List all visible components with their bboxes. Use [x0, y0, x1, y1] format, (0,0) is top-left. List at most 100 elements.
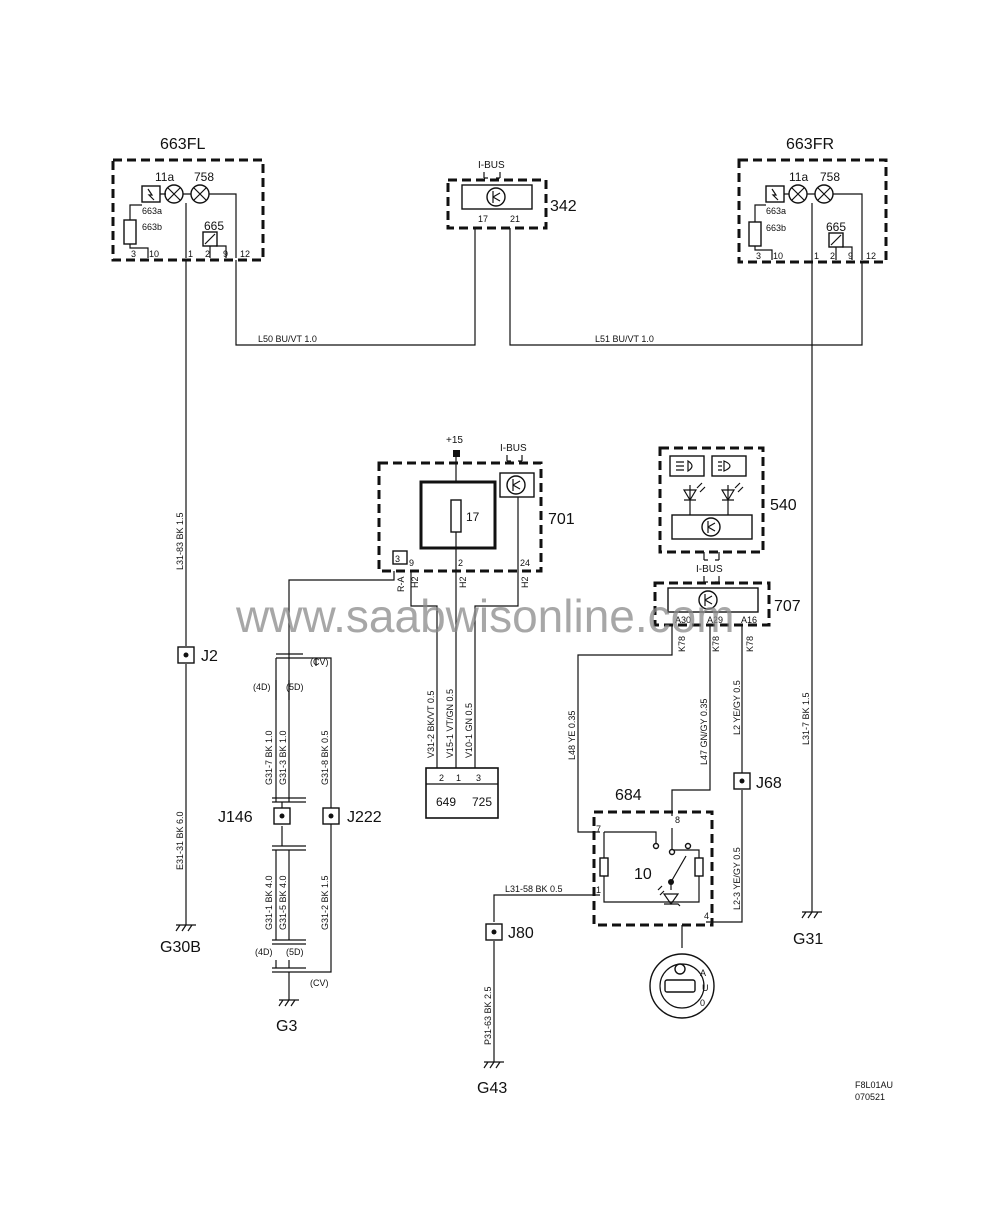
- pin-label: 21: [510, 214, 520, 224]
- pin-label: 1: [188, 249, 193, 259]
- wire-g31-2-label: G31-2 BK 1.5: [320, 875, 330, 930]
- pin-label: 12: [240, 249, 250, 259]
- ground-g43-label: G43: [477, 1080, 507, 1097]
- headlight-icon: [711, 455, 747, 477]
- component-663fl-label: 663FL: [160, 136, 205, 153]
- pin-label: 9: [409, 558, 414, 568]
- diagram-code: F8L01AU: [855, 1080, 893, 1090]
- pin-label: A29: [707, 615, 723, 625]
- ground-g43: G43: [477, 1061, 507, 1097]
- component-663fr-sub-a: 663a: [766, 206, 786, 216]
- junction-j222: J222: [322, 807, 382, 826]
- pin-label: 2: [830, 251, 835, 261]
- variant-4d-bottom: (4D): [255, 947, 273, 957]
- component-663fl: 663FL 11a 758 663a 663b 665 3 10 1 2 9 1…: [111, 136, 265, 262]
- pin-label: 12: [866, 251, 876, 261]
- diagram-date: 070521: [855, 1092, 885, 1102]
- connector-label: H2: [410, 576, 420, 588]
- junction-j80-label: J80: [508, 925, 534, 942]
- supply-plus15-label: +15: [446, 435, 463, 446]
- control-unit-icon: [698, 590, 718, 610]
- resistor-icon: [123, 219, 137, 245]
- wire-l51-label: L51 BU/VT 1.0: [595, 334, 654, 344]
- variant-5d-bottom: (5D): [286, 947, 304, 957]
- switch-mark: 0: [700, 998, 705, 1008]
- wire-g31-5-label: G31-5 BK 4.0: [278, 875, 288, 930]
- wire-l47-label: L47 GN/GY 0.35: [699, 699, 709, 765]
- wire-l31-7-label: L31-7 BK 1.5: [801, 692, 811, 745]
- component-663fr-label: 663FR: [786, 136, 834, 153]
- wire-g31-8-label: G31-8 BK 0.5: [320, 730, 330, 785]
- pin-label: 7: [596, 824, 601, 834]
- pin-label: 10: [149, 249, 159, 259]
- wire-v31-2-label: V31-2 BK/VT 0.5: [426, 691, 436, 758]
- component-725-label: 725: [472, 795, 492, 809]
- resistor-icon: [748, 221, 762, 247]
- control-unit-icon: [486, 187, 506, 207]
- component-684-label: 684: [615, 787, 642, 804]
- wire-v10-1-label: V10-1 GN 0.5: [464, 703, 474, 758]
- pin-label: 1: [814, 251, 819, 261]
- pin-label: 24: [520, 558, 530, 568]
- component-663fr-sub-b: 663b: [766, 223, 786, 233]
- component-663fr-lamp-a-label: 11a: [789, 170, 808, 184]
- connector-label: R-A: [396, 577, 406, 593]
- pin-label: A30: [675, 615, 691, 625]
- component-707-bus-label: I-BUS: [696, 564, 723, 575]
- switch-mark: U: [702, 983, 709, 993]
- wire-l50-label: L50 BU/VT 1.0: [258, 334, 317, 344]
- pin-label: 2: [458, 558, 463, 568]
- connector-label: K78: [711, 636, 721, 652]
- junction-j222-label: J222: [347, 809, 382, 826]
- ground-g30b-label: G30B: [160, 939, 201, 956]
- pin-label: 3: [131, 249, 136, 259]
- component-663fr: 663FR 11a 758 663a 663b 665 3 10 1 2 9 1…: [737, 136, 888, 264]
- pin-label: 2: [205, 249, 210, 259]
- component-342: I-BUS 17 21 342: [446, 160, 577, 230]
- connector-label: H2: [458, 576, 468, 588]
- component-663fl-lamp-b-label: 758: [194, 170, 214, 184]
- wire-l31-83-label: L31-83 BK 1.5: [175, 512, 185, 570]
- wire-g31-1-label: G31-1 BK 4.0: [264, 875, 274, 930]
- pin-label: 2: [439, 773, 444, 783]
- switch-mark: A: [700, 968, 706, 978]
- ground-g3-label: G3: [276, 1018, 297, 1035]
- component-663fr-lamp-b-label: 758: [820, 170, 840, 184]
- component-684-inner-label: 10: [634, 866, 652, 883]
- pin-label: 17: [478, 214, 488, 224]
- junction-j146: J146: [218, 807, 291, 826]
- junction-j68: J68: [733, 772, 782, 792]
- pin-label: 3: [395, 554, 400, 564]
- component-701: +15 I-BUS 17 3 9 2 24 R-A H2 H2 H2 701: [377, 435, 575, 593]
- wire-g31-3-label: G31-3 BK 1.0: [278, 730, 288, 785]
- pin-label: 10: [773, 251, 783, 261]
- component-342-label: 342: [550, 198, 577, 215]
- led-icon: [720, 489, 736, 502]
- connector-label: H2: [520, 576, 530, 588]
- pin-label: 9: [223, 249, 228, 259]
- connector-label: K78: [745, 636, 755, 652]
- pin-label: 8: [675, 815, 680, 825]
- component-540: 540: [658, 446, 797, 554]
- watermark: www.saabwisonline.com: [235, 590, 735, 642]
- supply-terminal: [453, 450, 460, 457]
- pin-label: 3: [476, 773, 481, 783]
- variant-cv-bottom: (CV): [310, 978, 329, 988]
- pin-label: 1: [456, 773, 461, 783]
- wire-e31-31-label: E31-31 BK 6.0: [175, 811, 185, 870]
- variant-5d-top: (5D): [286, 682, 304, 692]
- variant-cv-top: (CV): [310, 657, 329, 667]
- wire-g31-7-label: G31-7 BK 1.0: [264, 730, 274, 785]
- fuse-icon: [450, 499, 462, 533]
- component-707-label: 707: [774, 598, 801, 615]
- fuse-17-label: 17: [466, 510, 480, 524]
- control-unit-icon: [506, 475, 526, 495]
- junction-j68-label: J68: [756, 775, 782, 792]
- ground-g3: G3: [276, 999, 299, 1035]
- variant-4d-top: (4D): [253, 682, 271, 692]
- wire-v15-1-label: V15-1 VT/GN 0.5: [445, 689, 455, 758]
- junction-j2: J2: [177, 646, 218, 665]
- wire-p31-63-label: P31-63 BK 2.5: [483, 986, 493, 1045]
- component-701-label: 701: [548, 511, 575, 528]
- pin-label: 3: [756, 251, 761, 261]
